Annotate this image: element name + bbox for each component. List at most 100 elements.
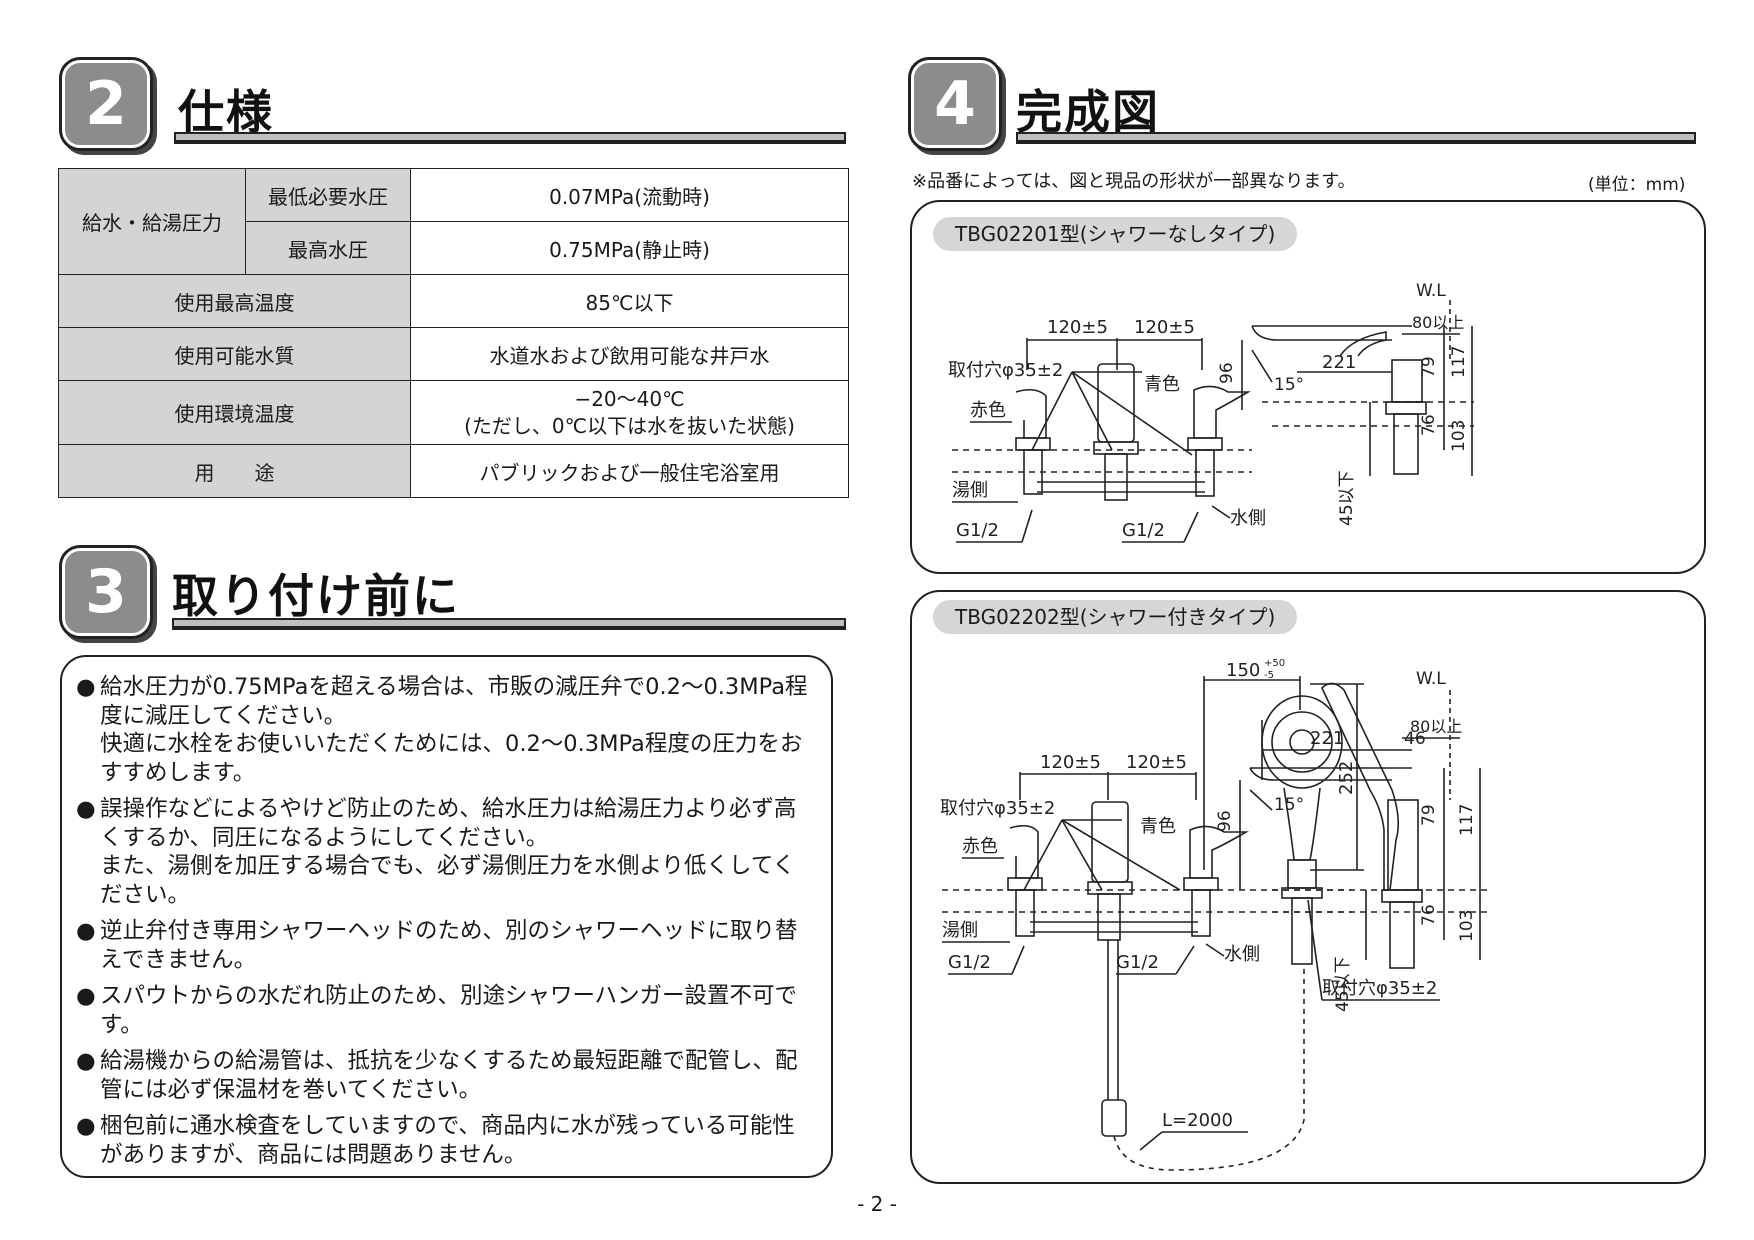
note-item: ●逆止弁付き専用シャワーヘッドのため、別のシャワーヘッドに取り替えできません。 (76, 917, 809, 974)
label-water-level: W.L (1416, 281, 1446, 301)
dim-76: 76 (1419, 414, 1439, 436)
label-hose-length: L=2000 (1162, 1110, 1233, 1131)
label-hot-side: 湯側 (952, 480, 988, 501)
dim-15deg: 15° (1274, 375, 1304, 395)
label-mount-hole: 取付穴φ35±2 (948, 360, 1063, 381)
section-title: 仕様 (178, 85, 274, 139)
label-hot-side: 湯側 (942, 920, 978, 941)
dim-120-left: 120±5 (1040, 752, 1101, 773)
model-tag: TBG02202型(シャワー付きタイプ) (933, 600, 1298, 634)
note-text: スパウトからの水だれ防止のため、別途シャワーハンガー設置不可です。 (100, 983, 798, 1038)
dim-150-tol-lower: -5 (1264, 670, 1274, 681)
diagram-panel-shower-less (910, 200, 1706, 574)
spec-row-value: 0.07MPa(流動時) (410, 168, 849, 222)
notes-box: ●給水圧力が0.75MPaを超える場合は、市販の減圧弁で0.2〜0.3MPa程度… (60, 655, 833, 1178)
dim-221: 221 (1310, 728, 1344, 749)
dim-150: 150 (1226, 660, 1260, 681)
section-number: 2 (85, 69, 127, 139)
note-item: ●スパウトからの水だれ防止のため、別途シャワーハンガー設置不可です。 (76, 982, 809, 1039)
label-g-right: G1/2 (1122, 520, 1165, 541)
label-g-left: G1/2 (948, 952, 991, 973)
spec-value-line: (ただし、0℃以下は水を抜いた状態) (464, 413, 795, 438)
model-tag: TBG02201型(シャワーなしタイプ) (933, 217, 1298, 251)
dim-46: 46 (1404, 729, 1426, 749)
label-mount-hole: 取付穴φ35±2 (940, 798, 1055, 819)
dim-117: 117 (1457, 804, 1477, 836)
bullet-icon: ● (76, 1048, 96, 1074)
spec-table: 給水・給湯圧力 最低必要水圧 0.07MPa(流動時) 最高水圧 0.75MPa… (58, 168, 849, 498)
section-title: 完成図 (1016, 85, 1160, 139)
note-text: 梱包前に通水検査をしていますので、商品内に水が残っている可能性がありますが、商品… (100, 1113, 795, 1168)
spec-row-label: 使用最高温度 (58, 274, 411, 328)
section-number: 3 (85, 557, 127, 627)
dim-96: 96 (1215, 810, 1235, 832)
note-item: ●誤操作などによるやけど防止のため、給水圧力は給湯圧力より必ず高くするか、同圧に… (76, 795, 809, 909)
dim-120-right: 120±5 (1126, 752, 1187, 773)
note-item: ●給湯機からの給湯管は、抵抗を少なくするため最短距離で配管し、配管には必ず保温材… (76, 1047, 809, 1104)
label-cold-side: 水側 (1230, 508, 1266, 529)
dim-96: 96 (1217, 362, 1237, 384)
spec-row-value: パブリックおよび一般住宅浴室用 (410, 444, 849, 498)
bullet-icon: ● (76, 983, 96, 1009)
label-g-left: G1/2 (956, 520, 999, 541)
dim-117: 117 (1449, 346, 1469, 378)
label-red: 赤色 (962, 836, 998, 857)
section-number-badge: 2 (62, 60, 150, 148)
dim-45-below: 45以下 (1337, 470, 1357, 526)
spec-row-label: 使用環境温度 (58, 380, 411, 445)
bullet-icon: ● (76, 918, 96, 944)
figure-caption: ※品番によっては、図と現品の形状が一部異なります。 (912, 171, 1356, 192)
dim-15deg: 15° (1274, 795, 1304, 815)
note-text: 給水圧力が0.75MPaを超える場合は、市販の減圧弁で0.2〜0.3MPa程度に… (100, 674, 808, 786)
faucet-diagram-2: 150 +50 -5 252 取付穴φ35±2 120±5 120±5 取付穴φ… (940, 658, 1492, 1171)
dim-120-right: 120±5 (1134, 317, 1195, 338)
diagram-panel-with-shower (910, 590, 1706, 1184)
bullet-icon: ● (76, 796, 96, 822)
label-blue: 青色 (1140, 816, 1176, 837)
note-text: 誤操作などによるやけど防止のため、給水圧力は給湯圧力より必ず高くするか、同圧にな… (100, 796, 797, 908)
dim-45-below: 45以下 (1333, 956, 1353, 1012)
section-rule (1016, 132, 1696, 142)
spec-row-value: 水道水および飲用可能な井戸水 (410, 327, 849, 381)
note-item: ●梱包前に通水検査をしていますので、商品内に水が残っている可能性がありますが、商… (76, 1112, 809, 1169)
dim-221: 221 (1322, 352, 1356, 373)
dim-79: 79 (1419, 804, 1439, 826)
bullet-icon: ● (76, 674, 96, 700)
section-number: 4 (934, 69, 976, 139)
section-rule (172, 618, 846, 628)
note-item: ●給水圧力が0.75MPaを超える場合は、市販の減圧弁で0.2〜0.3MPa程度… (76, 673, 809, 787)
spec-row-label: 使用可能水質 (58, 327, 411, 381)
spec-row-value: 0.75MPa(静止時) (410, 221, 849, 275)
page-number: - 2 - (857, 1192, 897, 1216)
label-blue: 青色 (1144, 374, 1180, 395)
dim-103: 103 (1457, 910, 1477, 942)
label-mount-hole-2: 取付穴φ35±2 (1322, 978, 1437, 999)
spec-row-value: 85℃以下 (410, 274, 849, 328)
dim-79: 79 (1419, 356, 1439, 378)
unit-label: (単位：mm) (1588, 175, 1686, 195)
section-rule (174, 132, 846, 142)
dim-76: 76 (1419, 904, 1439, 926)
bullet-icon: ● (76, 1113, 96, 1139)
section-number-badge: 4 (911, 60, 999, 148)
label-over-80: 80以上 (1412, 313, 1464, 332)
note-text: 給湯機からの給湯管は、抵抗を少なくするため最短距離で配管し、配管には必ず保温材を… (100, 1048, 798, 1103)
dim-150-tol-upper: +50 (1264, 658, 1285, 669)
label-red: 赤色 (970, 400, 1006, 421)
dim-120-left: 120±5 (1047, 317, 1108, 338)
spec-value-line: −20〜40℃ (574, 386, 685, 411)
spec-row-label: 最高水圧 (245, 221, 411, 275)
dim-252: 252 (1336, 761, 1357, 795)
spec-group-label: 給水・給湯圧力 (58, 168, 246, 275)
label-cold-side: 水側 (1224, 944, 1260, 965)
note-text: 逆止弁付き専用シャワーヘッドのため、別のシャワーヘッドに取り替えできません。 (100, 918, 798, 973)
label-g-right: G1/2 (1116, 952, 1159, 973)
spec-row-value: −20〜40℃ (ただし、0℃以下は水を抜いた状態) (410, 380, 849, 445)
section-number-badge: 3 (62, 548, 150, 636)
section-title: 取り付け前に (172, 569, 460, 623)
label-water-level: W.L (1416, 669, 1446, 689)
spec-row-label: 最低必要水圧 (245, 168, 411, 222)
dim-103: 103 (1449, 420, 1469, 452)
faucet-diagram-1: 120±5 120±5 取付穴φ35±2 赤色 青色 湯側 G1/2 G1/2 … (948, 281, 1474, 543)
spec-row-label: 用 途 (58, 444, 411, 498)
